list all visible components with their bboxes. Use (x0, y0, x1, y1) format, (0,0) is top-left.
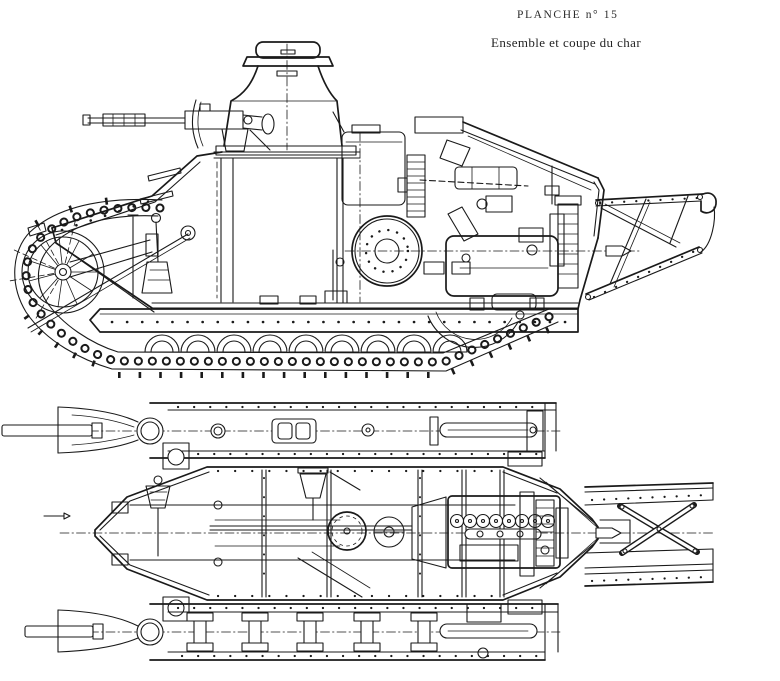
fan-ribs (397, 154, 426, 218)
engine-deck (341, 116, 605, 310)
suspension-girder (89, 308, 579, 333)
hull-profile (27, 131, 579, 333)
engine-cylinders (449, 513, 556, 529)
machine-gun (82, 99, 275, 152)
plan-engine-group (327, 491, 569, 577)
driver-controls (127, 212, 173, 299)
radiator (554, 195, 582, 289)
tail-skid-elevation (584, 192, 717, 301)
plan-rear-coupler (539, 477, 631, 589)
plan-track-upper (1, 402, 561, 459)
plan-view (1, 402, 714, 661)
road-wheels (144, 334, 468, 353)
plan-tail-skid (584, 482, 714, 587)
plate-subtitle: Ensemble et coupe du char (491, 35, 642, 50)
engine (419, 139, 565, 311)
rear-sprocket (427, 310, 525, 348)
plate-number-label: PLANCHE n° 15 (517, 9, 619, 21)
side-elevation-view (8, 41, 717, 378)
plan-track-lower (24, 603, 561, 661)
skid-coupling (605, 245, 632, 257)
turret (215, 41, 357, 156)
track-chain (14, 195, 562, 378)
